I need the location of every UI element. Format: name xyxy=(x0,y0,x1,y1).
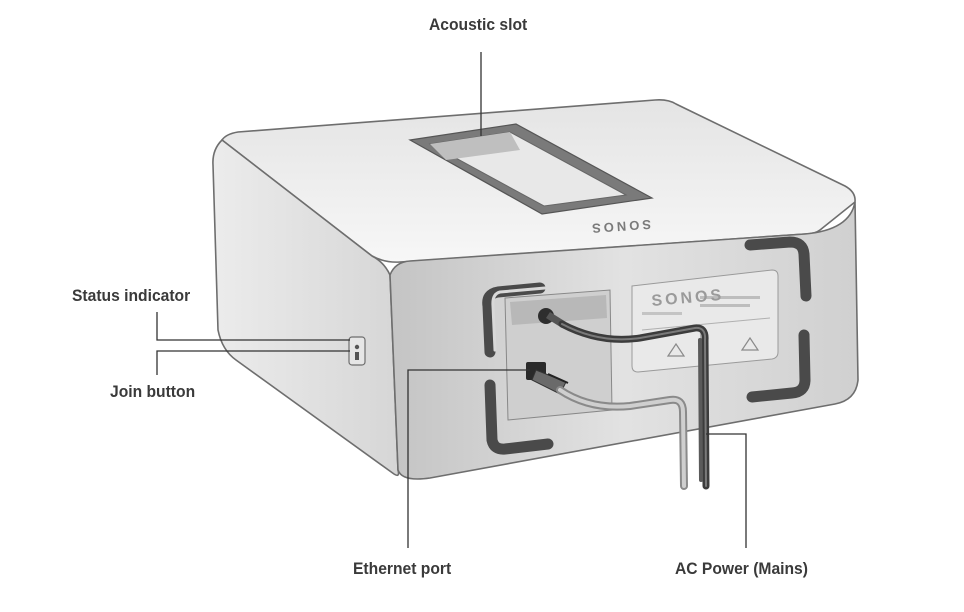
leader-ethernet-port xyxy=(407,369,530,548)
leader-ac-power xyxy=(706,433,747,548)
cables xyxy=(556,320,710,490)
left-face xyxy=(212,138,400,477)
label-brand-text: SONOS xyxy=(651,287,725,310)
rubber-feet xyxy=(482,236,812,455)
leader-lines xyxy=(156,52,747,548)
top-brand-text: SONOS xyxy=(589,217,652,236)
label-status-indicator: Status indicator xyxy=(72,286,191,305)
leader-status-indicator xyxy=(156,312,350,341)
label-ac-power: AC Power (Mains) xyxy=(675,559,808,578)
status-light-and-join-button xyxy=(348,336,366,366)
leader-join-button xyxy=(156,350,350,375)
label-ethernet-port: Ethernet port xyxy=(353,559,452,578)
label-join-button: Join button xyxy=(110,382,196,401)
label-acoustic-slot: Acoustic slot xyxy=(429,15,528,34)
product-label xyxy=(631,269,779,373)
